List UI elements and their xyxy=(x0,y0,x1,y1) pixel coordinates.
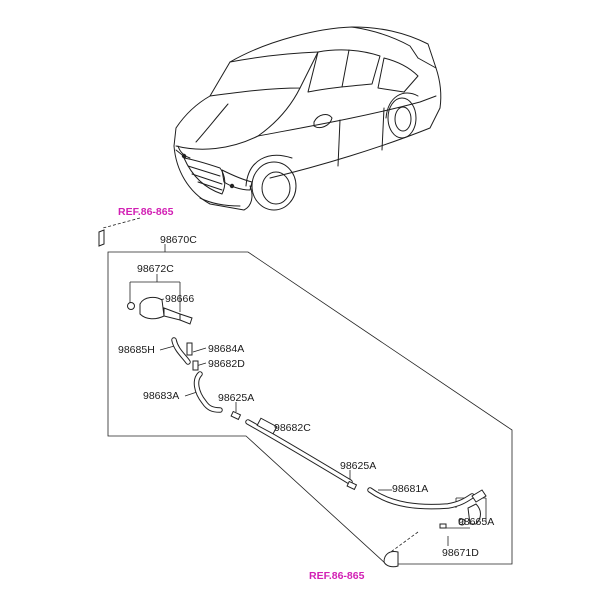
bumper-bracket-bottom xyxy=(383,551,399,568)
label-98682C: 98682C xyxy=(274,422,311,434)
label-98672C: 98672C xyxy=(137,263,174,275)
connector-98684A xyxy=(186,342,193,356)
hose-98681A xyxy=(367,487,475,510)
joint-98625A-1 xyxy=(230,410,242,421)
label-98665A: 98665A xyxy=(458,516,494,528)
ref-label-bottom[interactable]: REF.86-865 xyxy=(309,570,365,582)
label-98670C: 98670C xyxy=(160,234,197,246)
label-98666: 98666 xyxy=(165,293,194,305)
hose-98683A xyxy=(193,371,223,413)
label-98625A-2: 98625A xyxy=(340,460,376,472)
nozzle-unit xyxy=(127,296,193,325)
bumper-bracket-top xyxy=(98,229,105,247)
label-98684A: 98684A xyxy=(208,343,244,355)
label-98671D: 98671D xyxy=(442,547,479,559)
joint-98625A-2 xyxy=(346,480,358,491)
assembly-outline xyxy=(107,251,513,565)
hose-98682C xyxy=(245,417,353,485)
label-98625A-1: 98625A xyxy=(218,392,254,404)
label-98681A: 98681A xyxy=(392,483,428,495)
connector-98682D xyxy=(192,360,199,371)
label-98682D: 98682D xyxy=(208,358,245,370)
car-illustration xyxy=(173,26,442,211)
check-valve-98665A xyxy=(439,489,487,529)
label-98683A: 98683A xyxy=(143,390,179,402)
hose-98685H xyxy=(171,337,191,365)
label-98685H: 98685H xyxy=(118,344,155,356)
ref-label-top[interactable]: REF.86-865 xyxy=(118,206,174,218)
